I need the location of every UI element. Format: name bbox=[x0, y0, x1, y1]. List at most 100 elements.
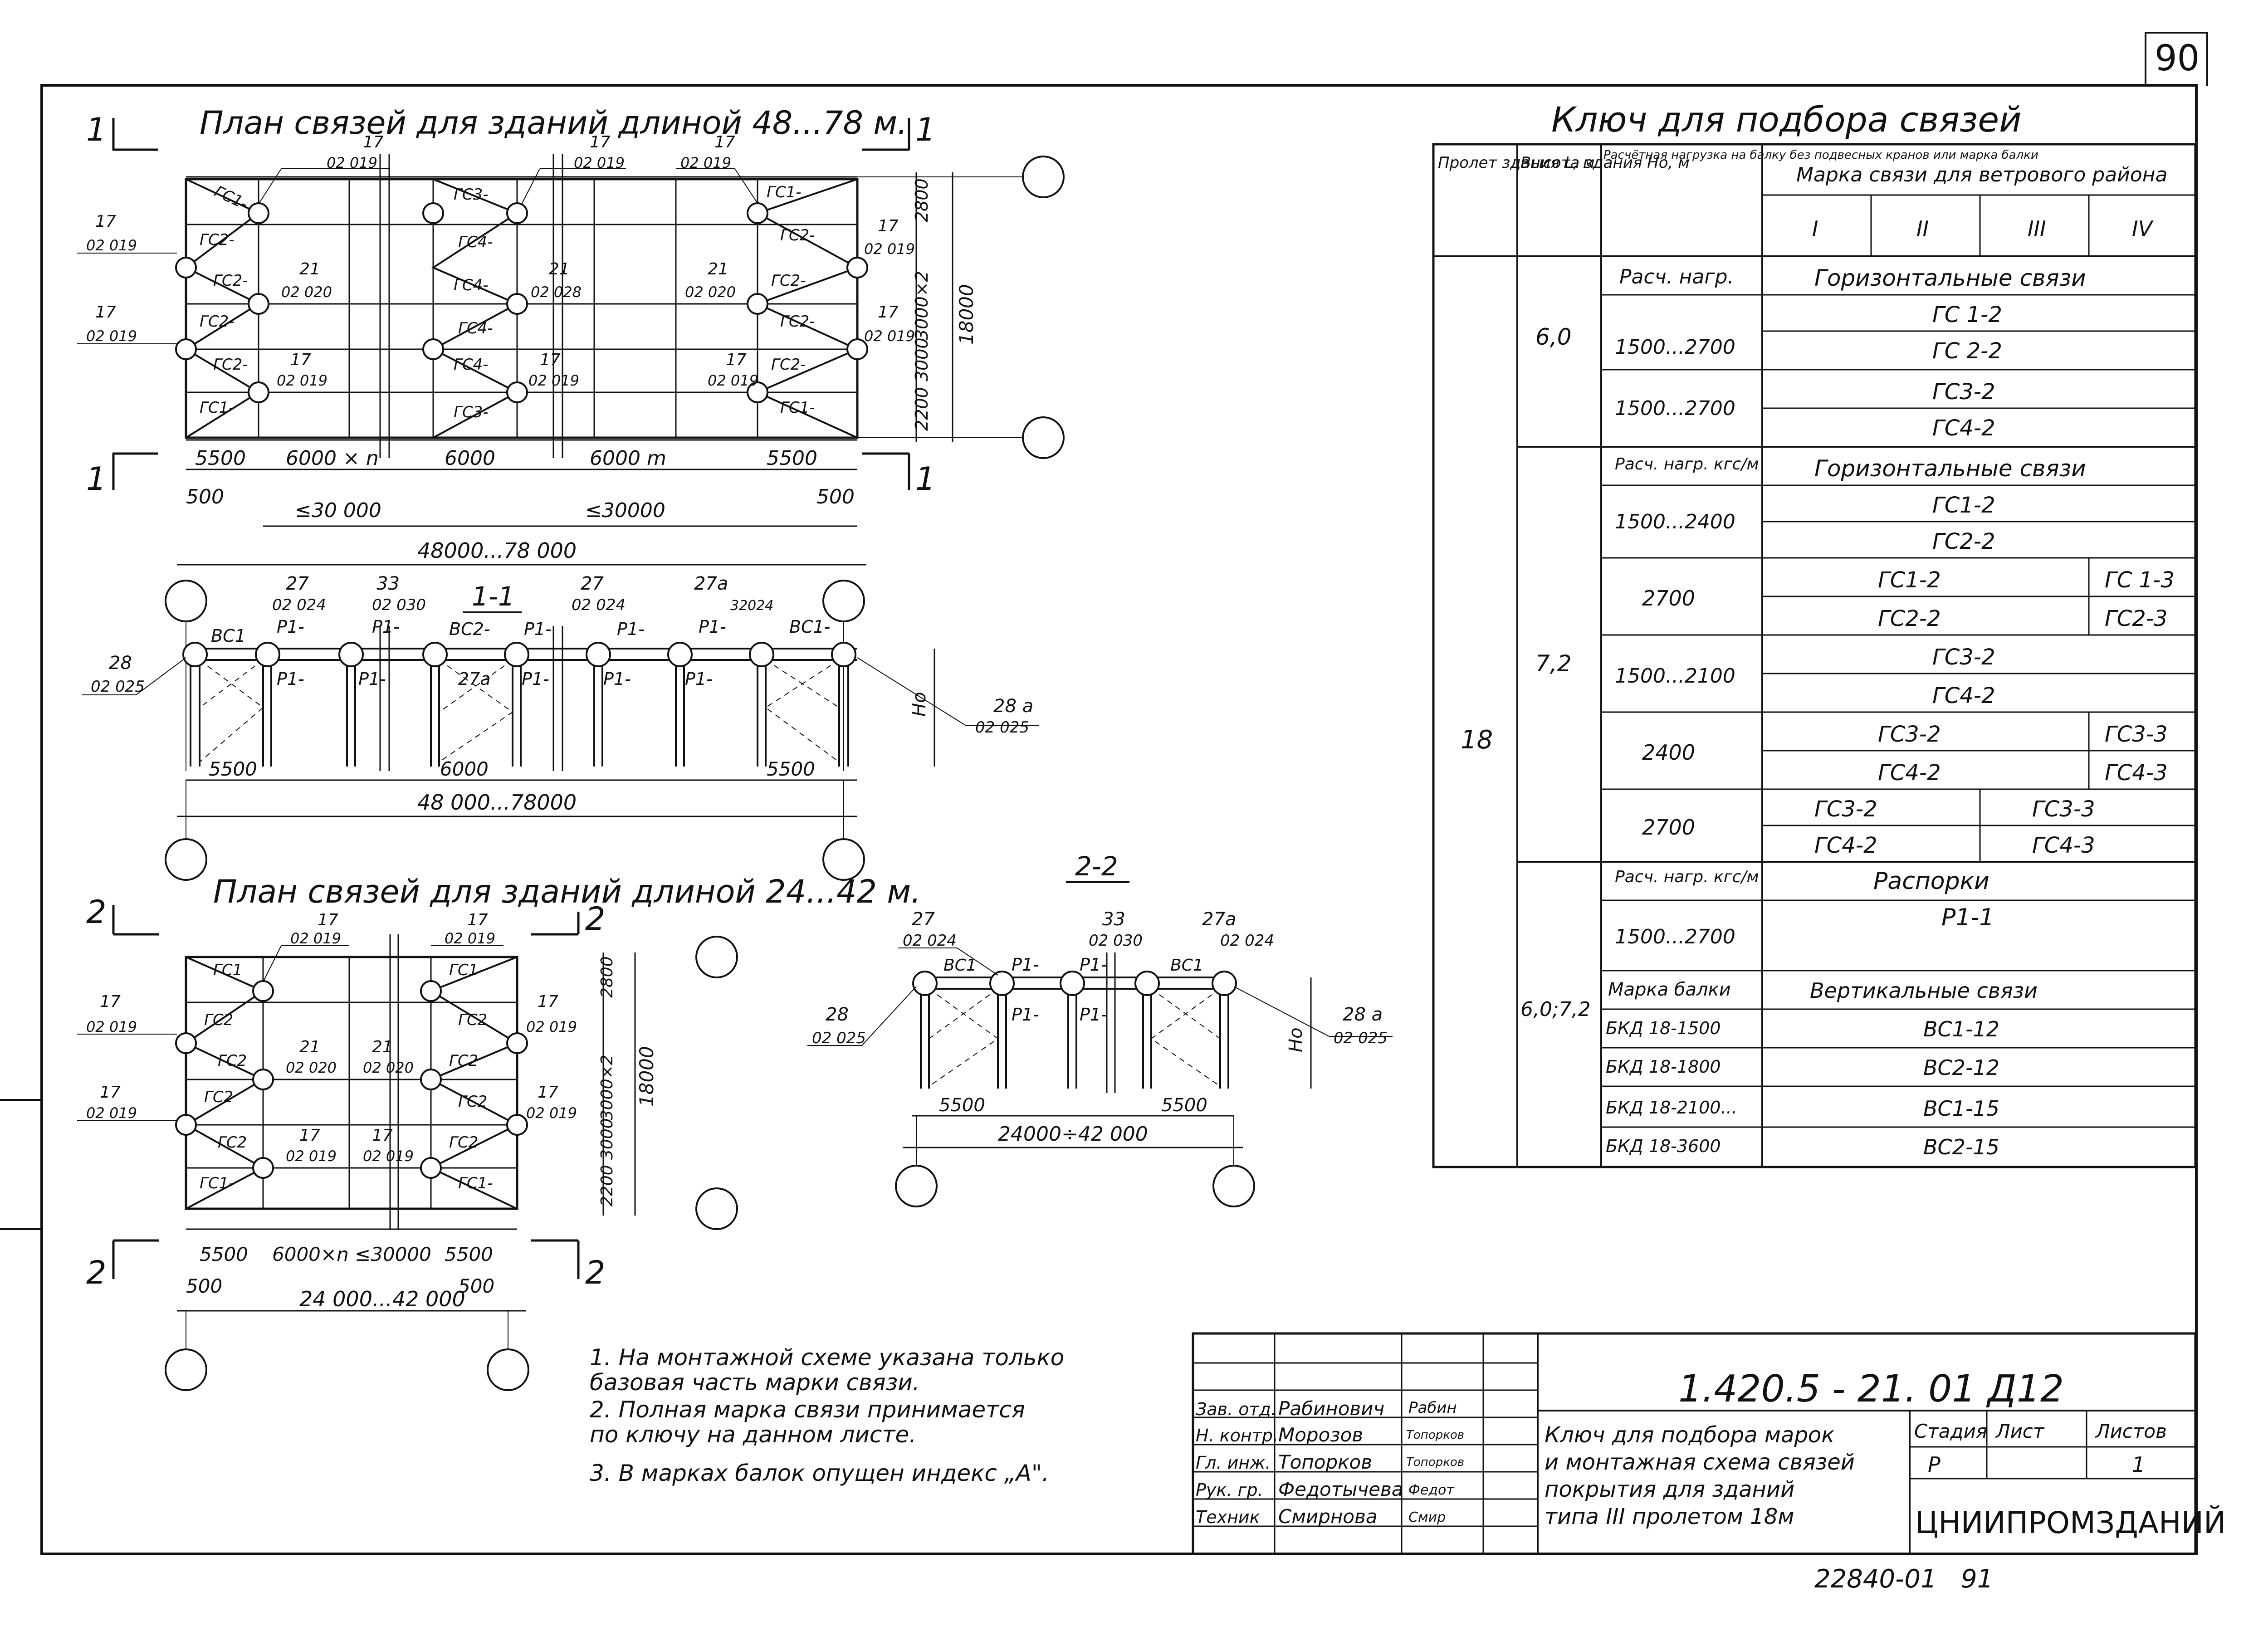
svg-text:ГС1-2: ГС1-2 bbox=[1932, 493, 1995, 518]
svg-text:Рабинович: Рабинович bbox=[1278, 1397, 1384, 1420]
svg-text:покрытия для зданий: покрытия для зданий bbox=[1545, 1477, 1794, 1502]
svg-text:02 028: 02 028 bbox=[531, 283, 582, 301]
svg-text:≤30 000: ≤30 000 bbox=[295, 499, 381, 522]
svg-text:28: 28 bbox=[109, 653, 132, 674]
svg-text:Топорков: Топорков bbox=[1278, 1451, 1372, 1473]
svg-text:28: 28 bbox=[826, 1004, 849, 1025]
svg-text:БКД 18-3600: БКД 18-3600 bbox=[1606, 1136, 1721, 1156]
notes: 1. На монтажной схеме указана только баз… bbox=[590, 1344, 1064, 1486]
svg-text:48 000...78000: 48 000...78000 bbox=[417, 790, 577, 815]
svg-text:Н. контр.: Н. контр. bbox=[1196, 1426, 1278, 1446]
svg-text:28 а: 28 а bbox=[1343, 1004, 1383, 1025]
svg-text:17: 17 bbox=[714, 133, 735, 151]
svg-text:18000: 18000 bbox=[635, 1046, 658, 1107]
svg-text:17: 17 bbox=[590, 133, 611, 151]
svg-text:18: 18 bbox=[1461, 725, 1493, 755]
svg-text:02 019: 02 019 bbox=[363, 1148, 414, 1165]
svg-text:2: 2 bbox=[585, 900, 606, 938]
svg-text:02 024: 02 024 bbox=[272, 596, 326, 614]
section-mark-1-bottom-left: 1 bbox=[86, 460, 107, 498]
svg-text:02 019: 02 019 bbox=[708, 372, 758, 389]
svg-text:Р1-: Р1- bbox=[617, 619, 645, 639]
svg-text:ГС4-2: ГС4-2 bbox=[1932, 683, 1995, 708]
svg-text:ГС2: ГС2 bbox=[218, 1052, 247, 1070]
svg-text:21: 21 bbox=[372, 1038, 393, 1056]
svg-text:БКД 18-1500: БКД 18-1500 bbox=[1606, 1018, 1721, 1038]
svg-text:02 019: 02 019 bbox=[290, 930, 341, 947]
svg-text:02 024: 02 024 bbox=[903, 932, 957, 950]
svg-text:6000 × n: 6000 × n bbox=[286, 447, 379, 470]
svg-text:17: 17 bbox=[100, 1083, 121, 1102]
svg-text:5500: 5500 bbox=[1161, 1095, 1207, 1116]
svg-text:ГС3-: ГС3- bbox=[454, 186, 489, 204]
svg-text:Ключ для подбора марок: Ключ для подбора марок bbox=[1545, 1422, 1834, 1448]
svg-text:ГС2: ГС2 bbox=[449, 1133, 478, 1152]
svg-text:ГС2: ГС2 bbox=[458, 1093, 487, 1111]
svg-text:17: 17 bbox=[538, 1083, 558, 1102]
svg-text:Вертикальные связи: Вертикальные связи bbox=[1810, 978, 2038, 1003]
plan1-outline bbox=[185, 178, 859, 439]
svg-text:02 019: 02 019 bbox=[526, 1018, 577, 1035]
section-mark-1-top-right: 1 bbox=[915, 111, 936, 148]
svg-text:ГС2-: ГС2- bbox=[771, 272, 806, 290]
svg-text:ВС1: ВС1 bbox=[1170, 956, 1203, 975]
svg-text:2: 2 bbox=[585, 1254, 606, 1291]
svg-text:02 019: 02 019 bbox=[445, 930, 495, 947]
svg-text:02 019: 02 019 bbox=[526, 1104, 577, 1122]
svg-text:27: 27 bbox=[912, 909, 935, 930]
svg-text:Р1-: Р1- bbox=[522, 669, 549, 689]
svg-text:Р1-: Р1- bbox=[524, 619, 552, 639]
svg-text:2800: 2800 bbox=[598, 956, 616, 998]
svg-text:17: 17 bbox=[878, 303, 899, 322]
plan-2: План связей для зданий длиной 24...42 м.… bbox=[77, 873, 921, 1391]
axis-bubble-s11-left bbox=[165, 580, 207, 622]
svg-text:ГС2-3: ГС2-3 bbox=[2105, 606, 2168, 631]
svg-text:ГС4-2: ГС4-2 bbox=[1814, 833, 1877, 858]
svg-text:ГС4-3: ГС4-3 bbox=[2032, 833, 2095, 858]
svg-text:33: 33 bbox=[1102, 909, 1125, 930]
svg-text:IV: IV bbox=[2132, 216, 2154, 241]
svg-text:ГС3-: ГС3- bbox=[454, 403, 489, 421]
svg-text:ГС3-2: ГС3-2 bbox=[1814, 796, 1877, 822]
svg-text:5500: 5500 bbox=[200, 1243, 248, 1265]
svg-text:ГС2-2: ГС2-2 bbox=[1932, 529, 1995, 554]
svg-text:Горизонтальные связи: Горизонтальные связи bbox=[1814, 265, 2086, 291]
section-mark-1-bottom-right: 1 bbox=[915, 460, 936, 498]
section-1-1-title: 1-1 bbox=[472, 581, 515, 612]
svg-text:3000×2: 3000×2 bbox=[912, 271, 932, 340]
svg-text:17: 17 bbox=[318, 911, 338, 929]
svg-text:типа III пролетом 18м: типа III пролетом 18м bbox=[1545, 1504, 1794, 1529]
svg-text:ГС4-2: ГС4-2 bbox=[1932, 415, 1995, 441]
svg-text:02 020: 02 020 bbox=[685, 283, 736, 301]
svg-text:≤30000: ≤30000 bbox=[585, 499, 665, 522]
svg-text:ВС2-12: ВС2-12 bbox=[1923, 1055, 1999, 1080]
svg-text:ВС2-: ВС2- bbox=[449, 619, 490, 639]
svg-text:6000×n ≤30000: 6000×n ≤30000 bbox=[272, 1243, 431, 1265]
svg-text:02 025: 02 025 bbox=[812, 1029, 866, 1047]
svg-text:17: 17 bbox=[363, 133, 384, 151]
svg-text:2200 3000: 2200 3000 bbox=[912, 338, 932, 431]
svg-text:1. На монтажной схеме указана: 1. На монтажной схеме указана только bbox=[590, 1344, 1064, 1371]
plan1-title: План связей для зданий длиной 48...78 м. bbox=[200, 104, 907, 142]
svg-text:ВС1: ВС1 bbox=[211, 626, 246, 646]
key-table: Ключ для подбора связей Пролет здания L,… bbox=[1432, 99, 2197, 1168]
svg-text:ГС2-2: ГС2-2 bbox=[1878, 606, 1941, 631]
svg-text:ГС3-3: ГС3-3 bbox=[2032, 796, 2095, 822]
svg-text:ГС4-3: ГС4-3 bbox=[2105, 760, 2168, 786]
svg-text:02 030: 02 030 bbox=[1089, 932, 1143, 950]
svg-text:Р1-: Р1- bbox=[1012, 1005, 1039, 1025]
svg-text:ГС3-2: ГС3-2 bbox=[1932, 645, 1995, 670]
svg-text:500: 500 bbox=[186, 1275, 222, 1297]
svg-text:02 020: 02 020 bbox=[281, 283, 332, 301]
svg-text:III: III bbox=[2028, 216, 2046, 241]
svg-text:02 019: 02 019 bbox=[86, 327, 137, 345]
svg-text:6000 m: 6000 m bbox=[590, 447, 666, 470]
svg-text:500: 500 bbox=[458, 1275, 494, 1297]
svg-text:02 019: 02 019 bbox=[86, 1104, 137, 1122]
svg-text:ГС 1-2: ГС 1-2 bbox=[1932, 302, 2002, 327]
svg-text:ГС2-: ГС2- bbox=[780, 226, 815, 244]
svg-text:17: 17 bbox=[372, 1126, 393, 1145]
svg-text:Распорки: Распорки bbox=[1873, 868, 1989, 895]
